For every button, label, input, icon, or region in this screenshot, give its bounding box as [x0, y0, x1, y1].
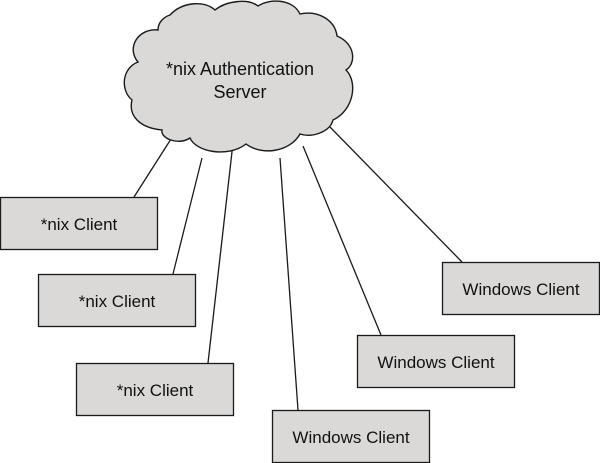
- client-label: Windows Client: [462, 280, 579, 299]
- client-label: *nix Client: [41, 215, 118, 234]
- client-box: [37, 273, 197, 328]
- client-node-windows-right: Windows Client: [441, 261, 600, 316]
- connection-lines: [133, 126, 463, 411]
- client-node-nix-1: *nix Client: [0, 196, 159, 251]
- client-box: [75, 362, 235, 417]
- client-node-windows-middle: Windows Client: [356, 334, 516, 389]
- connection-line-nix-client-3: [207, 142, 234, 364]
- client-node-windows-bottom: Windows Client: [271, 409, 431, 463]
- client-node-nix-2: *nix Client: [37, 273, 197, 328]
- server-label-line2: Server: [213, 82, 266, 102]
- connection-line-windows-client-right: [329, 126, 463, 263]
- server-cloud-shape: [123, 0, 354, 153]
- client-label: Windows Client: [292, 428, 409, 447]
- authentication-server-node: *nix Authentication Server: [123, 0, 354, 153]
- client-box: [271, 409, 431, 463]
- connection-line-nix-client-2: [172, 157, 203, 275]
- connection-line-windows-client-bottom: [279, 157, 299, 411]
- client-node-nix-3: *nix Client: [75, 362, 235, 417]
- server-label-line1: *nix Authentication: [166, 59, 314, 79]
- client-label: Windows Client: [377, 353, 494, 372]
- connection-line-nix-client-1: [133, 138, 172, 198]
- client-box: [0, 196, 159, 251]
- client-label: *nix Client: [117, 381, 194, 400]
- client-box: [441, 261, 600, 316]
- client-label: *nix Client: [79, 292, 156, 311]
- client-box: [356, 334, 516, 389]
- connection-line-windows-client-middle: [302, 145, 382, 336]
